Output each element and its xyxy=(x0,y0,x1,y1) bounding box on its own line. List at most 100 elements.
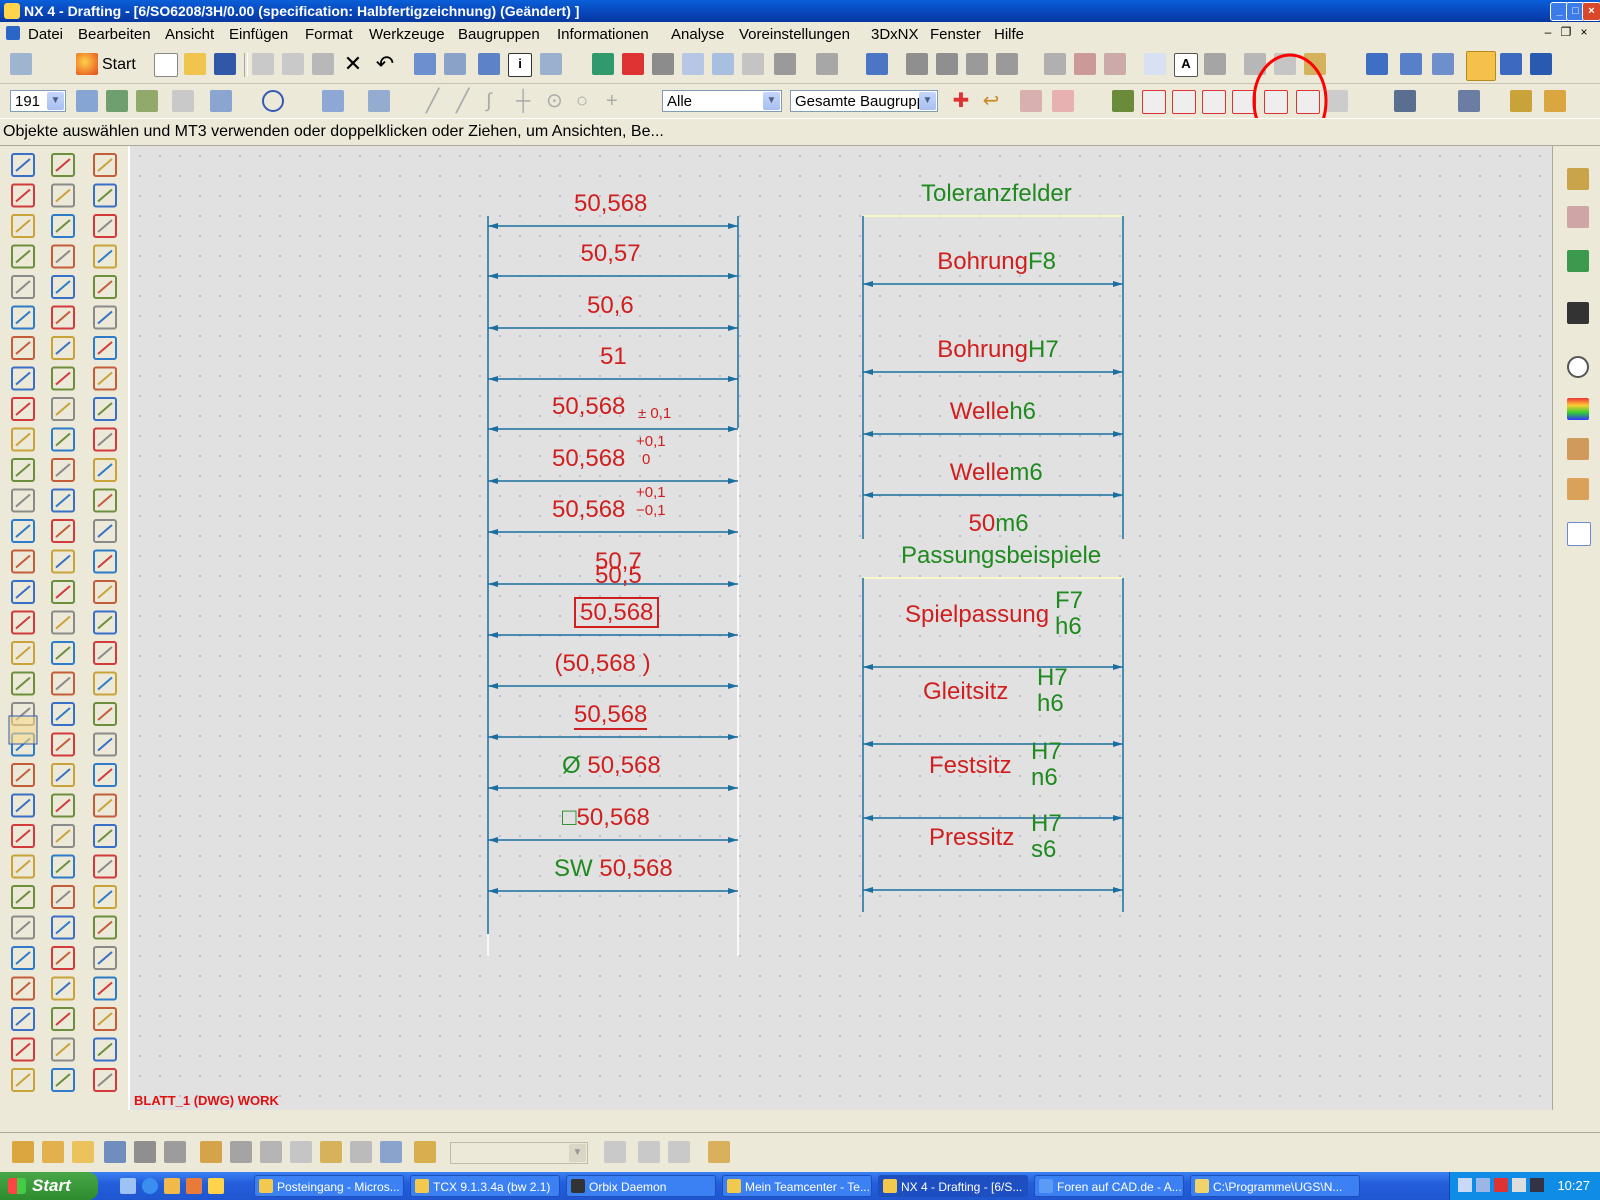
fit-lower-class[interactable]: n6 xyxy=(1031,764,1058,791)
fit-example-label[interactable]: Pressitz xyxy=(929,824,1015,851)
line-icon[interactable]: ╱ xyxy=(426,88,440,113)
link-icon[interactable] xyxy=(668,1141,690,1163)
tolerance-fields-title[interactable]: Toleranzfelder xyxy=(921,180,1072,207)
motion-icon[interactable] xyxy=(638,1141,660,1163)
palette-tool-icon[interactable] xyxy=(93,976,117,1001)
copy-icon[interactable] xyxy=(282,53,304,75)
tolerance-field-text[interactable]: Wellem6 xyxy=(950,459,1043,487)
palette-tool-icon[interactable] xyxy=(93,732,117,757)
palette-tool-icon[interactable] xyxy=(93,824,117,848)
palette-tool-icon[interactable] xyxy=(93,183,117,208)
shaded-icon[interactable] xyxy=(774,53,796,75)
fit-upper-class[interactable]: H7 xyxy=(1031,738,1062,765)
palette-tool-icon[interactable] xyxy=(11,275,35,299)
menu-fenster[interactable]: Fenster xyxy=(930,26,981,43)
dimension-text[interactable]: □50,568 xyxy=(562,804,650,832)
palette-tool-icon[interactable] xyxy=(93,427,117,452)
paste-icon[interactable] xyxy=(312,53,334,75)
dimension-text[interactable]: 51 xyxy=(600,343,627,371)
palette-tool-icon[interactable] xyxy=(93,793,117,818)
layer-settings-icon[interactable] xyxy=(76,90,98,112)
view-icon[interactable] xyxy=(866,53,888,75)
dimension-text[interactable]: 50,568 xyxy=(574,701,648,730)
select-icon[interactable] xyxy=(478,53,500,75)
menu-werkzeuge[interactable]: Werkzeuge xyxy=(369,26,445,43)
palette-tool-icon[interactable] xyxy=(93,671,117,696)
part-navigator-icon[interactable] xyxy=(1567,206,1589,228)
start-icon[interactable] xyxy=(76,53,98,75)
csys-icon[interactable] xyxy=(172,90,194,112)
palette-tool-icon[interactable] xyxy=(93,519,117,543)
properties-icon[interactable] xyxy=(444,53,466,75)
palette-tool-icon[interactable] xyxy=(11,427,35,452)
palette-tool-icon[interactable] xyxy=(11,397,35,421)
origin-icon[interactable] xyxy=(1052,90,1074,112)
palette-tool-icon[interactable] xyxy=(93,641,117,665)
menu-ansicht[interactable]: Ansicht xyxy=(165,26,215,43)
training-icon[interactable] xyxy=(1567,302,1589,324)
dimension-text[interactable]: 50,568 xyxy=(552,496,625,524)
palette-tool-icon[interactable] xyxy=(93,1068,117,1092)
palette-tool-icon[interactable] xyxy=(11,610,35,635)
open-folder-icon[interactable] xyxy=(184,53,206,75)
start-button[interactable]: Start xyxy=(0,1172,98,1200)
history-icon[interactable] xyxy=(1567,356,1589,378)
type-filter-select[interactable]: Alle▼ xyxy=(662,90,782,112)
zoom-icon[interactable] xyxy=(682,53,704,75)
task-tcx[interactable]: TCX 9.1.3.4a (bw 2.1) xyxy=(410,1175,560,1197)
palette-tool-icon[interactable] xyxy=(11,336,35,360)
dimension-text upper-limit[interactable]: 50,7 xyxy=(595,548,642,575)
update-views-icon[interactable] xyxy=(1264,90,1288,114)
snap-point-icon[interactable]: ✚ xyxy=(952,90,970,112)
palette-tool-icon[interactable] xyxy=(11,976,35,1001)
gateway-icon[interactable] xyxy=(1530,53,1552,75)
palette-tool-icon[interactable] xyxy=(93,336,117,360)
task-outlook[interactable]: Posteingang - Micros... xyxy=(254,1175,404,1197)
dimension-text[interactable]: Ø 50,568 xyxy=(562,752,661,780)
selection-priority-icon[interactable] xyxy=(368,90,390,112)
quicklaunch-icon[interactable] xyxy=(186,1178,202,1194)
web-browser-icon[interactable] xyxy=(1567,522,1591,546)
cut-icon[interactable] xyxy=(252,53,274,75)
dimension-text[interactable]: SW 50,568 xyxy=(554,855,673,883)
component-icon[interactable] xyxy=(134,1141,156,1163)
point-icon[interactable]: + xyxy=(606,90,618,112)
fit-upper-class[interactable]: F7 xyxy=(1055,587,1084,614)
palette-tool-icon[interactable] xyxy=(51,427,75,452)
layer-icon[interactable] xyxy=(816,53,838,75)
palette-tool-icon[interactable] xyxy=(93,1037,117,1062)
dimension-text[interactable]: 50,57 xyxy=(581,240,641,268)
menu-format[interactable]: Format xyxy=(305,26,353,43)
fit-upper-class[interactable]: H7 xyxy=(1037,664,1068,691)
remove-views-icon[interactable] xyxy=(1296,90,1320,114)
palette-tool-icon[interactable] xyxy=(93,458,117,482)
circle-icon[interactable]: ○ xyxy=(576,90,589,112)
tray-icon-5[interactable] xyxy=(1530,1178,1544,1192)
selection-filter-icon[interactable] xyxy=(322,90,344,112)
delete-icon[interactable]: ✕ xyxy=(343,51,363,76)
palette-tool-icon[interactable] xyxy=(93,153,117,177)
tray-icon-3[interactable] xyxy=(1494,1178,1508,1192)
palette-tool-icon[interactable] xyxy=(93,366,117,391)
fit-lower-class[interactable]: h6 xyxy=(1055,613,1082,640)
ruler-icon[interactable] xyxy=(1510,90,1532,112)
zoom-in-icon[interactable] xyxy=(712,53,734,75)
pan-icon[interactable] xyxy=(742,53,764,75)
edit-view-icon[interactable] xyxy=(1326,90,1348,112)
palette-tool-icon[interactable] xyxy=(11,946,35,970)
palette-tool-icon[interactable] xyxy=(51,1068,75,1092)
palette-icon[interactable] xyxy=(1567,250,1589,272)
palette-tool-icon[interactable] xyxy=(11,793,35,818)
fit-example-label[interactable]: Gleitsitz xyxy=(923,678,1009,705)
center-icon[interactable]: ⊙ xyxy=(546,90,563,112)
palette-tool-icon[interactable] xyxy=(51,702,75,726)
sequence-icon[interactable] xyxy=(604,1141,626,1163)
scope-select[interactable]: Gesamte Baugruppe▼ xyxy=(790,90,938,112)
start-menu-button[interactable]: Start xyxy=(102,56,136,73)
wave-icon[interactable] xyxy=(380,1141,402,1163)
palette-tool-icon[interactable] xyxy=(93,885,117,909)
palette-tool-icon[interactable] xyxy=(11,366,35,391)
utility-icon[interactable] xyxy=(1458,90,1480,112)
dimension-text lower-limit[interactable]: 50,5 xyxy=(595,562,642,589)
palette-tool-icon[interactable] xyxy=(51,275,75,299)
